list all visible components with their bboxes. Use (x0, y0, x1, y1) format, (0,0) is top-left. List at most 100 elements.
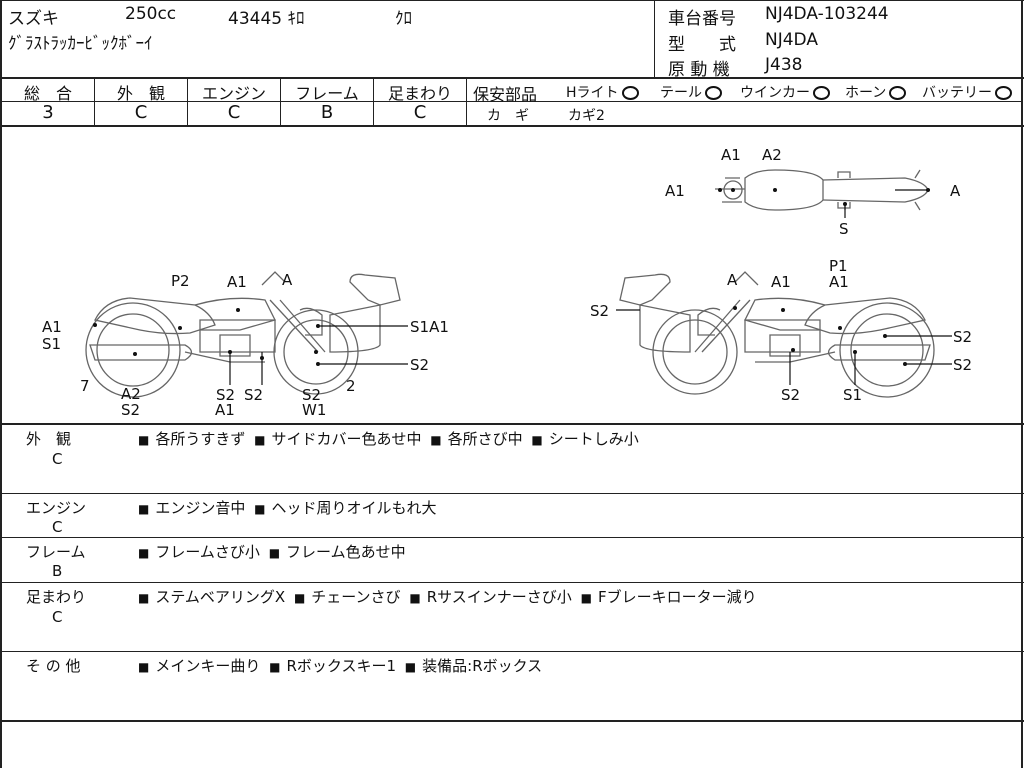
model-type-value: NJ4DA (765, 30, 818, 50)
section-engine-items: ■エンジン音中 ■ヘッド周りオイルもれ大 (138, 499, 437, 517)
grade-col-1 (94, 78, 95, 126)
rule-3 (0, 423, 1024, 425)
safety-horn: ホーン (845, 82, 907, 102)
model-name: ｸﾞﾗｽﾄﾗｯｶｰﾋﾞｯｸﾎﾞｰｲ (8, 34, 153, 54)
grade-col-3 (280, 78, 281, 126)
grade-col-5 (466, 78, 467, 126)
diagram-label: W1 (302, 401, 327, 419)
rule-1 (0, 77, 1024, 79)
diagram-label: A1 (721, 146, 741, 164)
diagram-label: S1 (843, 386, 863, 404)
rule-5 (0, 537, 1024, 538)
ok-circle-icon (621, 86, 639, 100)
ok-circle-icon (995, 86, 1012, 100)
safety-title: 保安部品 (473, 85, 538, 104)
diagram-label: S1 (42, 335, 62, 353)
motorcycle-right-view (619, 271, 935, 398)
model-type-label: 型 式 (668, 35, 736, 55)
diagram-label: S2 (121, 401, 141, 419)
grade-suspension-label: 足まわり (387, 84, 452, 103)
section-engine-title: エンジン (26, 499, 87, 517)
diagram-label: A1 (771, 273, 791, 291)
displacement: 250cc (125, 4, 177, 24)
section-frame-grade: B (52, 562, 63, 580)
diagram-label: S2 (410, 356, 430, 374)
diagram-label: A1 (665, 182, 685, 200)
grade-col-4 (373, 78, 374, 126)
diagram-label: A (950, 182, 961, 200)
diagram-label: A (282, 271, 293, 289)
color: ｸﾛ (395, 9, 412, 29)
safety-battery: バッテリー (922, 82, 1012, 102)
diagram-label: P1 (829, 257, 848, 275)
rule-4 (0, 493, 1024, 494)
diagram-label: S2 (216, 386, 236, 404)
rule-6 (0, 582, 1024, 583)
diagram-label: A (727, 271, 738, 289)
grade-frame-label: フレーム (295, 84, 359, 103)
section-exterior-grade: C (52, 450, 63, 468)
diagram-label: S2 (590, 302, 610, 320)
key-value: カギ2 (568, 108, 605, 124)
maker: スズキ (8, 9, 59, 29)
diagram-label: A1 (829, 273, 849, 291)
grade-engine-label: エンジン (201, 84, 266, 103)
safety-divider (466, 101, 1022, 102)
diagram-label: A1 (227, 273, 247, 291)
diagram-label: S2 (953, 356, 973, 374)
header-divider-vertical (654, 0, 655, 78)
diagram-label: A1 (42, 318, 62, 336)
key-label: カ ギ (487, 108, 529, 124)
diagram-label: S2 (244, 386, 264, 404)
safety-headlight: Hライト (566, 82, 639, 102)
rule-8 (0, 720, 1024, 722)
section-frame-title: フレーム (26, 543, 86, 561)
section-suspension-items: ■ステムベアリングX ■チェーンさび ■Rサスインナーさび小 ■Fブレーキロータ… (138, 588, 757, 606)
grade-exterior-label: 外 観 (116, 84, 165, 103)
diagram-label: S2 (953, 328, 973, 346)
diagram-label: S1A1 (410, 318, 449, 336)
rule-7 (0, 651, 1024, 652)
diagram-label: A2 (762, 146, 782, 164)
grade-frame-value: B (320, 102, 334, 123)
safety-winker: ウインカー (740, 82, 830, 102)
diagram-label: 7 (80, 377, 90, 395)
diagram-label: P2 (171, 272, 190, 290)
grade-col-2 (187, 78, 188, 126)
engine-label: 原 動 機 (668, 60, 730, 80)
section-other-items: ■メインキー曲り ■Rボックスキー1 ■装備品:Rボックス (138, 657, 543, 675)
diagram-label: A2 (121, 385, 141, 403)
motorcycle-left-view (85, 271, 401, 398)
section-frame-items: ■フレームさび小 ■フレーム色あせ中 (138, 543, 406, 561)
frame-number-label: 車台番号 (668, 9, 736, 29)
safety-tail: テール (660, 82, 722, 102)
mileage: 43445 ｷﾛ (228, 9, 305, 29)
diagram-label: S (839, 220, 849, 238)
diagram-label: S2 (302, 386, 322, 404)
diagram-label: A1 (215, 401, 235, 419)
diagram-label: 2 (346, 377, 356, 395)
section-exterior-items: ■各所うすきず ■サイドカバー色あせ中 ■各所さび中 ■シートしみ小 (138, 430, 639, 448)
section-exterior-title: 外 観 (26, 430, 72, 448)
diagram-label: S2 (781, 386, 801, 404)
grade-overall-label: 総 合 (23, 84, 72, 103)
frame-top (0, 0, 1024, 1)
grade-engine-value: C (227, 102, 241, 123)
section-suspension-grade: C (52, 608, 63, 626)
ok-circle-icon (705, 86, 722, 100)
grade-divider (0, 101, 466, 102)
frame-left (0, 0, 2, 768)
engine-value: J438 (765, 55, 803, 75)
rule-2 (0, 125, 1024, 127)
ok-circle-icon (813, 86, 830, 100)
ok-circle-icon (889, 86, 907, 100)
section-suspension-title: 足まわり (26, 588, 87, 606)
grade-exterior-value: C (134, 102, 148, 123)
frame-number-value: NJ4DA-103244 (765, 4, 889, 24)
frame-right (1021, 0, 1023, 768)
section-other-title: そ の 他 (26, 657, 81, 675)
grade-overall-value: 3 (42, 102, 54, 123)
section-engine-grade: C (52, 518, 63, 536)
grade-suspension-value: C (413, 102, 427, 123)
